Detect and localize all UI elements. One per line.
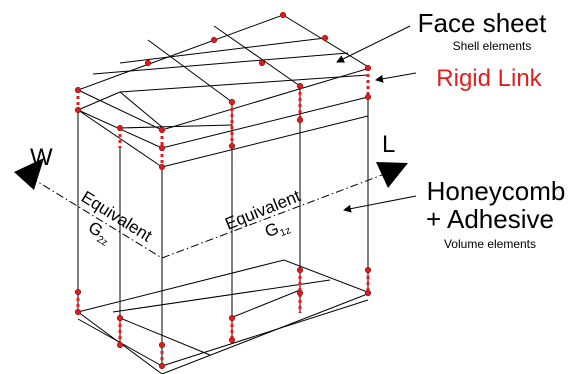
face-sheet-title: Face sheet xyxy=(418,8,547,38)
l-axis-arrow-icon xyxy=(376,162,408,188)
equivalent-left-word: Equivalent xyxy=(78,187,156,245)
equivalent-g1z-label: Equivalent G1z xyxy=(222,186,303,244)
g2z-subscript: 2z xyxy=(95,234,110,249)
g1z-symbol: G xyxy=(262,219,281,242)
equivalent-right-symbol: G1z xyxy=(262,215,292,244)
callout-leaders xyxy=(336,25,417,213)
core-top-grid xyxy=(77,74,369,168)
axis-w-label: W xyxy=(30,144,53,171)
honeycomb-line2: + Adhesive xyxy=(426,204,554,234)
top-face-sheet xyxy=(76,14,372,131)
nodes xyxy=(74,11,372,370)
honeycomb-subtitle: Volume elements xyxy=(444,237,536,251)
axis-l-label: L xyxy=(382,131,395,158)
axis-lines xyxy=(14,158,408,259)
g1z-subscript: 1z xyxy=(279,225,293,239)
honeycomb-line1: Honeycomb xyxy=(427,176,566,206)
rigid-link-title: Rigid Link xyxy=(436,65,542,92)
core-columns xyxy=(77,97,369,366)
equivalent-left-symbol: G2z xyxy=(83,218,115,249)
face-sheet-subtitle: Shell elements xyxy=(453,39,532,53)
w-axis-arrow-icon xyxy=(14,158,44,190)
